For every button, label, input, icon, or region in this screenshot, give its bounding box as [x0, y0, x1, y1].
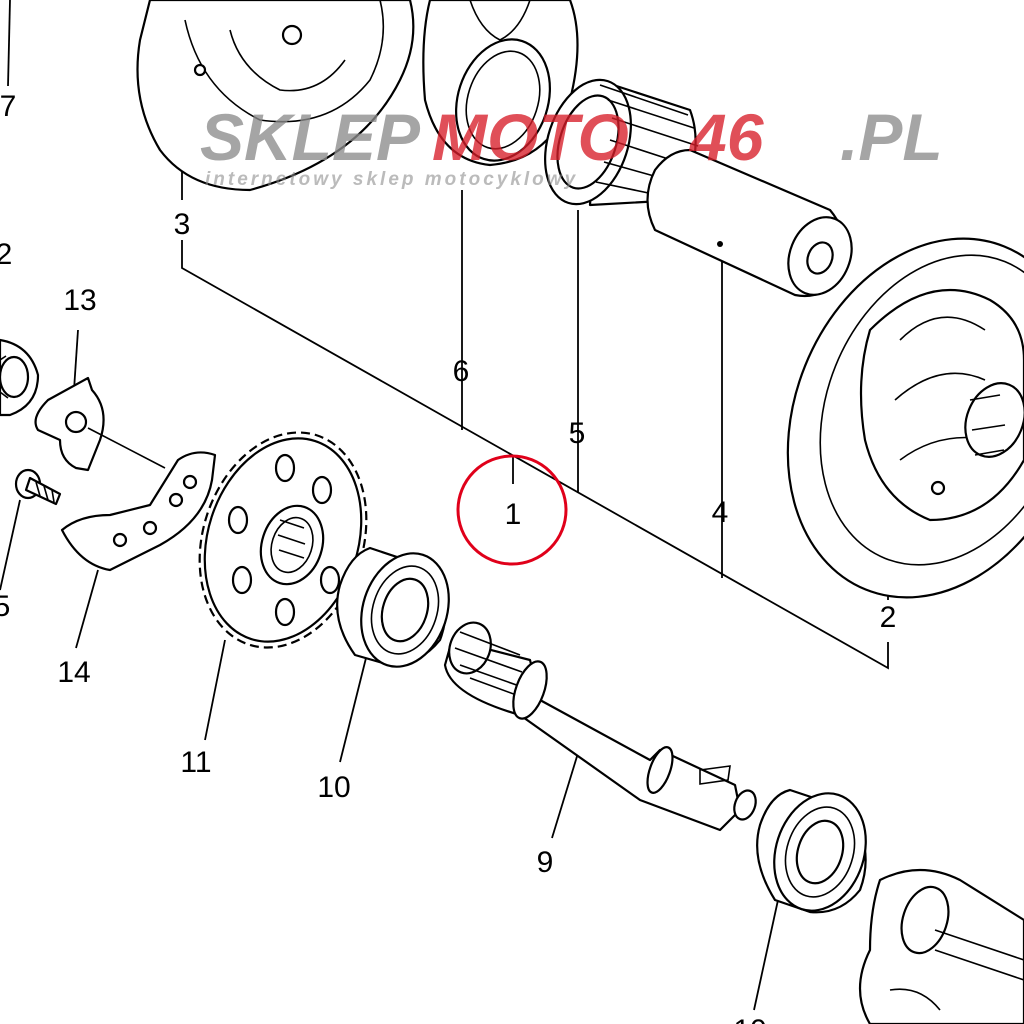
- connecting-rod: [422, 0, 579, 167]
- primary-gear: [198, 431, 368, 649]
- callout-10: 10: [317, 771, 350, 804]
- balancer-weight: [859, 868, 1024, 1024]
- watermark-tagline: internetowy sklep motocyklowy: [205, 169, 578, 190]
- highlight-circle: [456, 454, 568, 566]
- callout-4: 4: [712, 496, 729, 529]
- lock-washer: [34, 376, 166, 472]
- leader-19: [753, 899, 779, 1011]
- retainer-plate: [60, 451, 217, 572]
- callout-6: 6: [453, 355, 470, 388]
- watermark-text-sklep: SKLEP: [200, 100, 421, 174]
- watermark-text-46: 46: [688, 100, 765, 174]
- callout-3: 3: [174, 208, 191, 241]
- callout-9: 9: [537, 846, 554, 879]
- callouts: 1 2 3 4 5 6 7 9 10 11 2 13 14 5 10: [0, 90, 896, 1024]
- watermark: SKLEP MOTO 46 .PL internetowy sklep moto…: [200, 100, 943, 190]
- leader-13: [73, 329, 79, 391]
- watermark-text-pl: .PL: [840, 100, 943, 174]
- ball-bearing-left: [336, 546, 450, 668]
- bracket-line-3-2: [181, 240, 889, 670]
- ball-bearing-right: [756, 788, 867, 914]
- callout-5: 5: [569, 417, 586, 450]
- callout-14: 14: [57, 656, 90, 689]
- callout-11: 11: [180, 746, 211, 779]
- watermark-text-moto: MOTO: [432, 100, 629, 174]
- callout-19: 10: [733, 1014, 766, 1024]
- crank-pin: [646, 148, 853, 298]
- callout-1: 1: [505, 498, 522, 531]
- callout-7: 7: [0, 90, 16, 123]
- leader-7: [7, 0, 11, 87]
- callout-12: 2: [0, 238, 12, 271]
- leader-10: [339, 657, 367, 763]
- left-crank-half: [136, 0, 415, 192]
- leader-11: [204, 639, 226, 741]
- balancer-shaft: [443, 621, 757, 832]
- needle-bearing: [544, 78, 699, 207]
- leader-15: [0, 499, 21, 591]
- callout-15: 5: [0, 590, 10, 623]
- crank-nut: [0, 338, 40, 417]
- right-crank-half: [786, 237, 1024, 599]
- leader-14: [75, 569, 99, 649]
- screw: [14, 468, 62, 506]
- callout-13: 13: [63, 284, 96, 317]
- callout-2: 2: [880, 601, 897, 634]
